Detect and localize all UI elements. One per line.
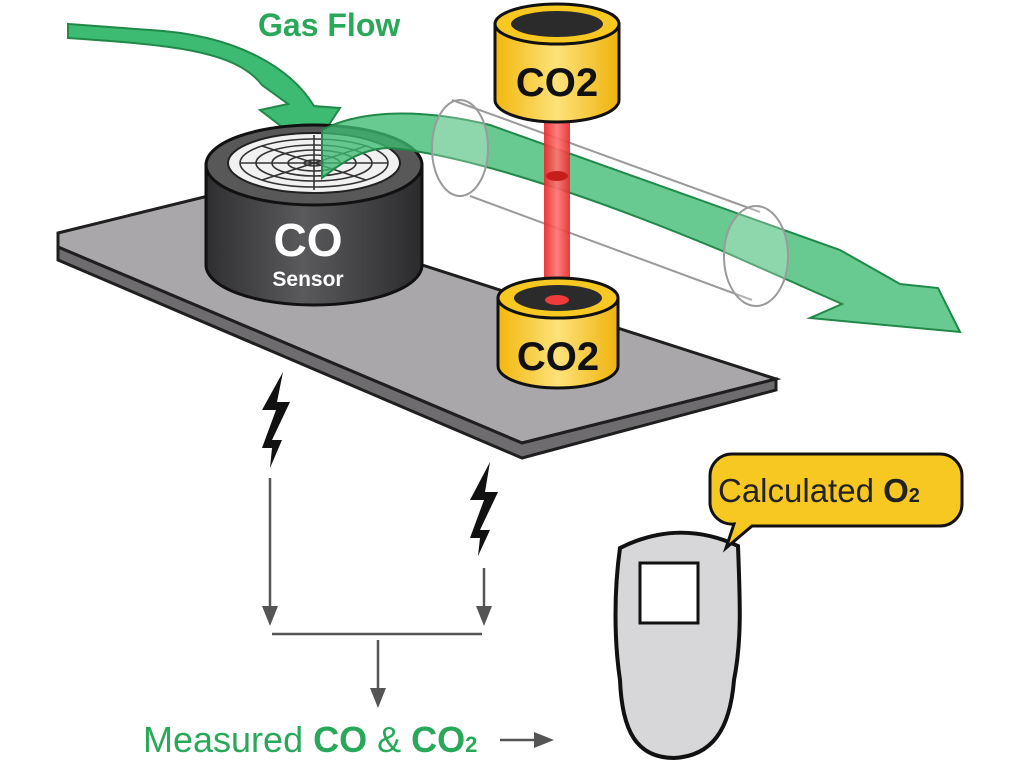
arrow-down-icon xyxy=(476,606,492,626)
lightning-bolt-icon xyxy=(262,372,290,468)
measured-label: Measured CO & CO2 xyxy=(143,719,477,760)
calculated-o2-label: Calculated O2 xyxy=(718,472,920,509)
handheld-device-icon xyxy=(613,530,742,761)
co-sensor: CO Sensor xyxy=(204,123,424,307)
gas-tube xyxy=(431,99,789,307)
ir-beam xyxy=(544,104,570,294)
lightning-bolt-icon xyxy=(470,462,498,556)
arrow-down-icon xyxy=(262,606,278,626)
ir-beam-spot xyxy=(546,171,568,181)
co-sensor-label: CO xyxy=(274,214,343,266)
calculated-o2-bubble: Calculated O2 xyxy=(708,452,964,553)
co2-detector: CO2 xyxy=(496,276,620,390)
co2-bottom-label: CO2 xyxy=(517,335,599,379)
co-sensor-sublabel: Sensor xyxy=(272,268,343,291)
sensor-board-edge xyxy=(56,244,778,460)
co2-emitter: CO2 xyxy=(493,2,621,124)
sensor-mesh-icon xyxy=(239,135,389,190)
co2-top-label: CO2 xyxy=(516,61,598,105)
gas-flow-label: Gas Flow xyxy=(258,7,400,43)
arrow-down-icon xyxy=(370,688,386,708)
device-screen xyxy=(638,561,700,625)
signal-lines xyxy=(268,478,536,742)
arrow-right-icon xyxy=(534,732,554,748)
gas-flow-arrow-through xyxy=(321,112,962,334)
